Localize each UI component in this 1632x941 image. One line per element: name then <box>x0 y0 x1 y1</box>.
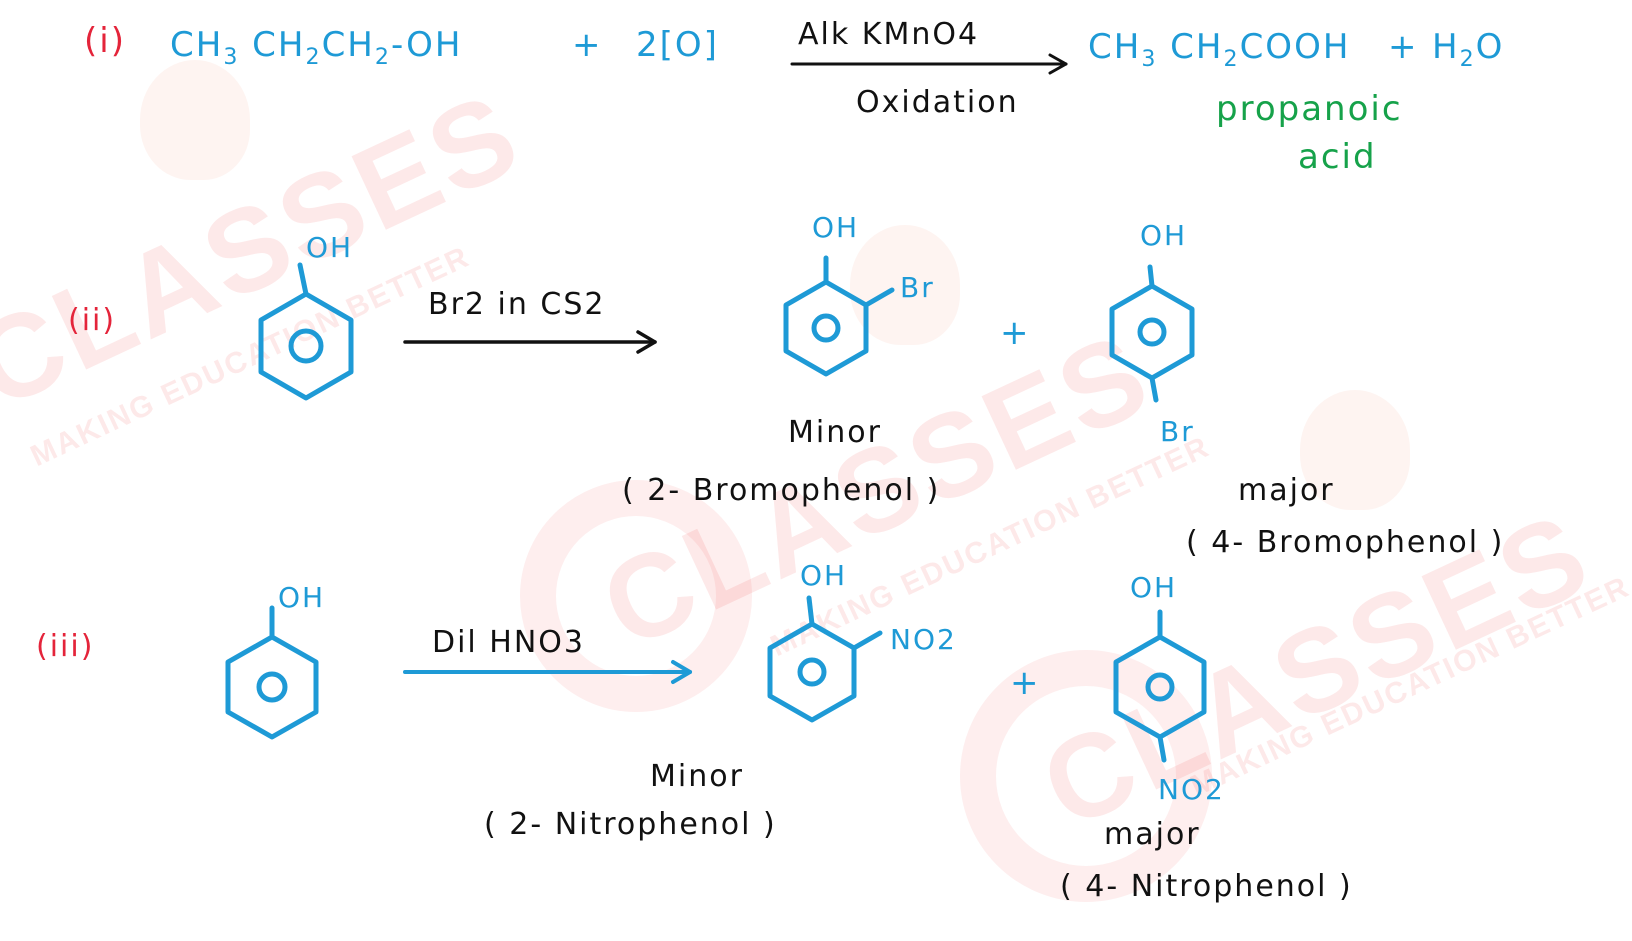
product-type-label: Minor <box>650 759 744 794</box>
reaction-arrow-1 <box>790 53 1068 75</box>
propanoic-acid-formula: CH3 CH2COOH <box>1088 30 1350 70</box>
plus-sign: + <box>572 25 603 65</box>
plus-sign: + <box>1000 313 1031 353</box>
hydroxyl-group-label: OH <box>800 559 848 592</box>
oxygen-reagent: 2[O] <box>636 25 719 65</box>
formula-part: COOH <box>1239 27 1351 67</box>
phenol-ring-reactant-2 <box>258 262 354 401</box>
formula-subscript: 3 <box>223 43 240 70</box>
hydroxyl-group-label: OH <box>812 211 860 244</box>
formula-subscript: 2 <box>305 43 322 70</box>
water-formula: H2O <box>1432 30 1504 70</box>
propanol-formula: CH3 CH2CH2-OH <box>170 28 462 68</box>
formula-subscript: 2 <box>1459 45 1476 72</box>
formula-subscript: 2 <box>374 43 391 70</box>
phenol-ring-reactant-3 <box>225 605 319 740</box>
nitro-group-label: NO2 <box>1158 773 1225 806</box>
product-name-label: ( 2- Bromophenol ) <box>622 473 941 508</box>
nitrophenol-para-ring <box>1113 609 1207 763</box>
formula-part: -OH <box>390 25 463 65</box>
product-type-label: Minor <box>788 415 882 450</box>
bromo-group-label: Br <box>900 271 935 304</box>
product-name-label: ( 4- Bromophenol ) <box>1186 525 1505 560</box>
reaction-label-1: (i) <box>84 21 126 61</box>
formula-part: CH <box>321 25 375 65</box>
reaction-condition-top: Br2 in CS2 <box>428 287 606 322</box>
plus-sign: + <box>1388 27 1419 67</box>
formula-subscript: 3 <box>1141 45 1158 72</box>
reaction-condition-bottom: Oxidation <box>856 85 1019 120</box>
formula-part: CH <box>1157 27 1224 67</box>
product-type-label: major <box>1104 817 1201 852</box>
bromo-group-label: Br <box>1160 415 1195 448</box>
formula-part: O <box>1475 27 1505 67</box>
product-type-label: major <box>1238 473 1335 508</box>
formula-part: H <box>1432 27 1460 67</box>
reaction-arrow-2 <box>403 330 657 354</box>
plus-sign: + <box>1010 663 1041 703</box>
formula-part: CH <box>1088 27 1142 67</box>
reaction-label-3: (iii) <box>36 629 95 664</box>
watermark-head-icon <box>140 60 250 180</box>
formula-subscript: 2 <box>1223 45 1240 72</box>
hydroxyl-group-label: OH <box>278 581 326 614</box>
product-name-label: ( 4- Nitrophenol ) <box>1060 869 1353 904</box>
nitrophenol-ortho-ring <box>767 595 883 723</box>
watermark-head-icon <box>1300 390 1410 510</box>
product-name-line1: propanoic <box>1216 89 1403 129</box>
reaction-condition-top: Dil HNO3 <box>432 625 586 660</box>
hydroxyl-group-label: OH <box>1130 571 1178 604</box>
formula-part: CH <box>239 25 306 65</box>
nitro-group-label: NO2 <box>890 623 957 656</box>
product-name-label: ( 2- Nitrophenol ) <box>484 807 777 842</box>
product-name-line2: acid <box>1298 137 1377 177</box>
bromophenol-para-ring <box>1109 264 1195 403</box>
reaction-arrow-3 <box>403 660 692 684</box>
reaction-condition-top: Alk KMnO4 <box>798 17 980 52</box>
bromophenol-ortho-ring <box>783 255 895 377</box>
hydroxyl-group-label: OH <box>306 231 354 264</box>
reaction-label-2: (ii) <box>68 303 117 338</box>
formula-part: CH <box>170 25 224 65</box>
hydroxyl-group-label: OH <box>1140 219 1188 252</box>
